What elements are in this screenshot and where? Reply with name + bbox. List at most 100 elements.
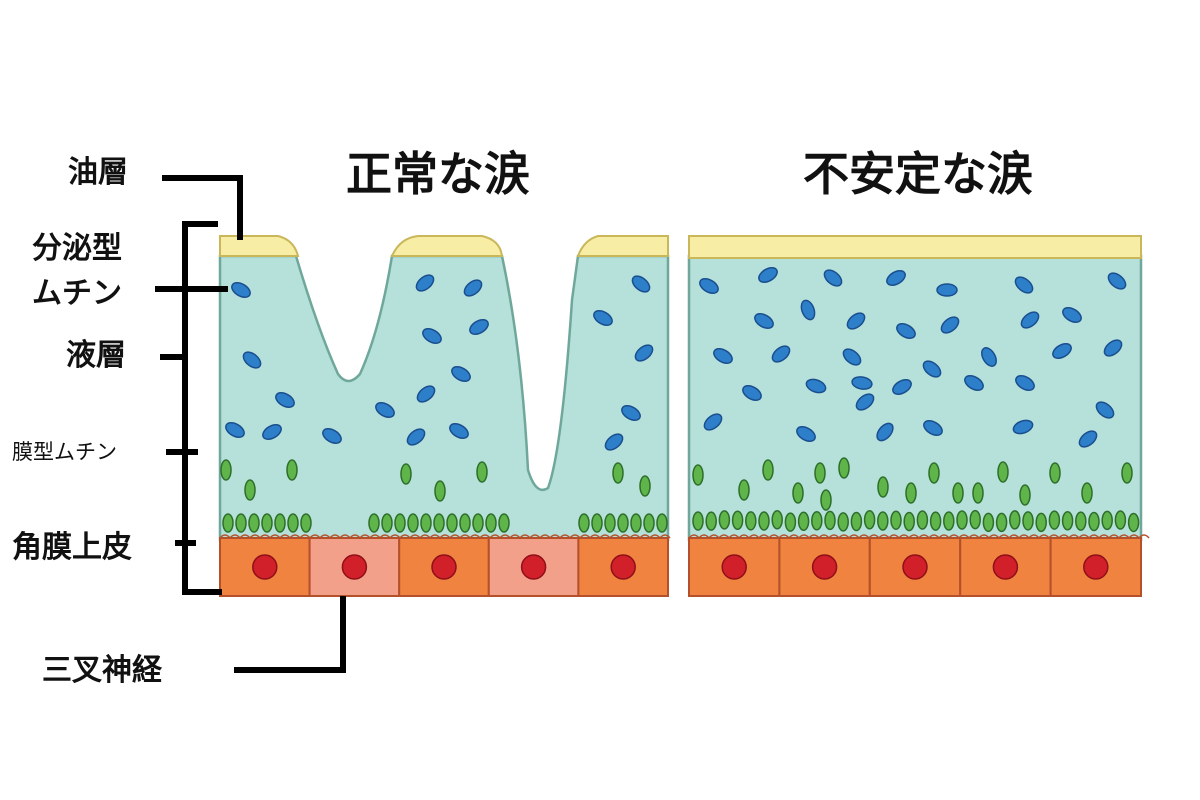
normal-tears-panel: [218, 235, 671, 597]
secreted-mucin: [1012, 419, 1034, 435]
membrane-mucin: [1127, 512, 1140, 533]
leader-trigeminal-nerve: [234, 596, 346, 673]
membrane-mucin: [459, 513, 471, 533]
membrane-mucin: [824, 510, 836, 531]
membrane-mucin: [534, 459, 546, 481]
membrane-mucin: [604, 513, 616, 533]
membrane-mucin: [220, 459, 232, 481]
secreted-mucin: [876, 422, 894, 442]
membrane-mucin: [797, 511, 810, 532]
secreted-mucin: [851, 376, 873, 390]
secreted-mucin: [634, 344, 654, 362]
membrane-mucin: [368, 513, 380, 533]
membrane-mucin: [1061, 511, 1074, 531]
cell-nucleus: [721, 554, 747, 580]
membrane-mucin: [850, 511, 863, 532]
secreted-mucin: [416, 385, 436, 403]
title-normal-tears: 正常な涙: [346, 147, 530, 201]
membrane-mucin: [394, 513, 406, 533]
membrane-mucin: [1114, 510, 1127, 530]
secreted-mucin: [406, 428, 426, 446]
membrane-mucin: [617, 513, 629, 533]
secreted-mucin: [1020, 311, 1040, 329]
cell-nucleus: [811, 554, 838, 580]
cell-nucleus: [610, 554, 636, 580]
membrane-mucin: [820, 489, 832, 511]
membrane-mucin: [639, 475, 651, 497]
membrane-mucin: [485, 513, 497, 533]
membrane-mucin: [287, 513, 299, 533]
secreted-mucin: [1014, 276, 1034, 294]
secreted-mucin: [451, 366, 471, 382]
membrane-mucin: [792, 482, 804, 504]
membrane-mucin: [692, 511, 704, 531]
secreted-mucin: [231, 282, 251, 298]
membrane-mucin: [630, 513, 642, 533]
secreted-mucin: [800, 299, 816, 321]
membrane-mucin: [952, 482, 964, 504]
membrane-mucin: [244, 479, 256, 501]
membrane-mucin: [890, 510, 902, 530]
membrane-mucin: [758, 511, 770, 531]
membrane-mucin: [731, 510, 744, 530]
secreted-mucin: [964, 375, 984, 391]
secreted-mucin: [1107, 272, 1127, 290]
secreted-mucin: [225, 422, 245, 438]
membrane-mucin: [745, 511, 757, 531]
bracket-tear-film: [182, 221, 222, 595]
secreted-mucin: [886, 270, 906, 286]
label-secreted-mucin-line2: ムチン: [32, 276, 122, 311]
secreted-mucin: [771, 345, 791, 363]
secreted-mucin: [846, 312, 866, 330]
secreted-mucin: [855, 393, 875, 411]
secreted-mucin: [805, 378, 827, 394]
membrane-mucin: [814, 462, 826, 484]
membrane-mucin: [1035, 512, 1047, 533]
secreted-mucin: [754, 313, 774, 329]
membrane-mucin: [1075, 511, 1087, 531]
secreted-mucin: [469, 319, 489, 335]
secreted-mucin: [415, 274, 435, 292]
secreted-mucin: [1015, 375, 1035, 391]
membrane-mucin: [982, 512, 995, 533]
membrane-mucin: [381, 513, 393, 533]
membrane-mucin: [476, 461, 488, 483]
unstable-oil-layer: [688, 235, 1142, 259]
epithelial-cell: [487, 537, 580, 597]
membrane-mucin: [1022, 511, 1034, 531]
leader-oil-layer: [162, 175, 243, 240]
secreted-mucin: [422, 328, 442, 344]
membrane-mucin: [837, 512, 849, 532]
secreted-mucin: [1062, 307, 1082, 323]
membrane-mucin: [433, 513, 445, 533]
membrane-mucin: [274, 513, 286, 533]
membrane-mucin: [928, 462, 940, 484]
secreted-mucin: [604, 433, 624, 451]
membrane-mucin: [1049, 462, 1061, 484]
secreted-mucin: [463, 279, 483, 297]
membrane-mucin: [1048, 510, 1061, 530]
secreted-mucin: [936, 283, 958, 297]
membrane-mucin: [838, 457, 850, 479]
secreted-mucin: [703, 413, 723, 431]
membrane-mucin: [222, 513, 234, 533]
membrane-mucin: [877, 511, 889, 531]
membrane-mucin: [1081, 482, 1093, 504]
secreted-mucin: [940, 316, 960, 334]
membrane-mucin: [969, 509, 981, 530]
secreted-mucin: [631, 275, 651, 293]
cell-membrane-boundary: [219, 534, 671, 540]
secreted-mucin: [375, 402, 395, 418]
membrane-mucin: [578, 513, 590, 533]
membrane-mucin: [877, 476, 889, 498]
cell-nucleus: [992, 554, 1019, 580]
membrane-mucin: [863, 509, 876, 530]
membrane-mucin: [612, 462, 624, 484]
secreted-mucin: [896, 323, 916, 339]
membrane-mucin: [1121, 462, 1133, 484]
normal-aqueous-layer: [218, 254, 670, 542]
membrane-mucin: [771, 509, 783, 530]
secreted-mucin: [322, 428, 342, 444]
secreted-mucin: [742, 385, 762, 401]
